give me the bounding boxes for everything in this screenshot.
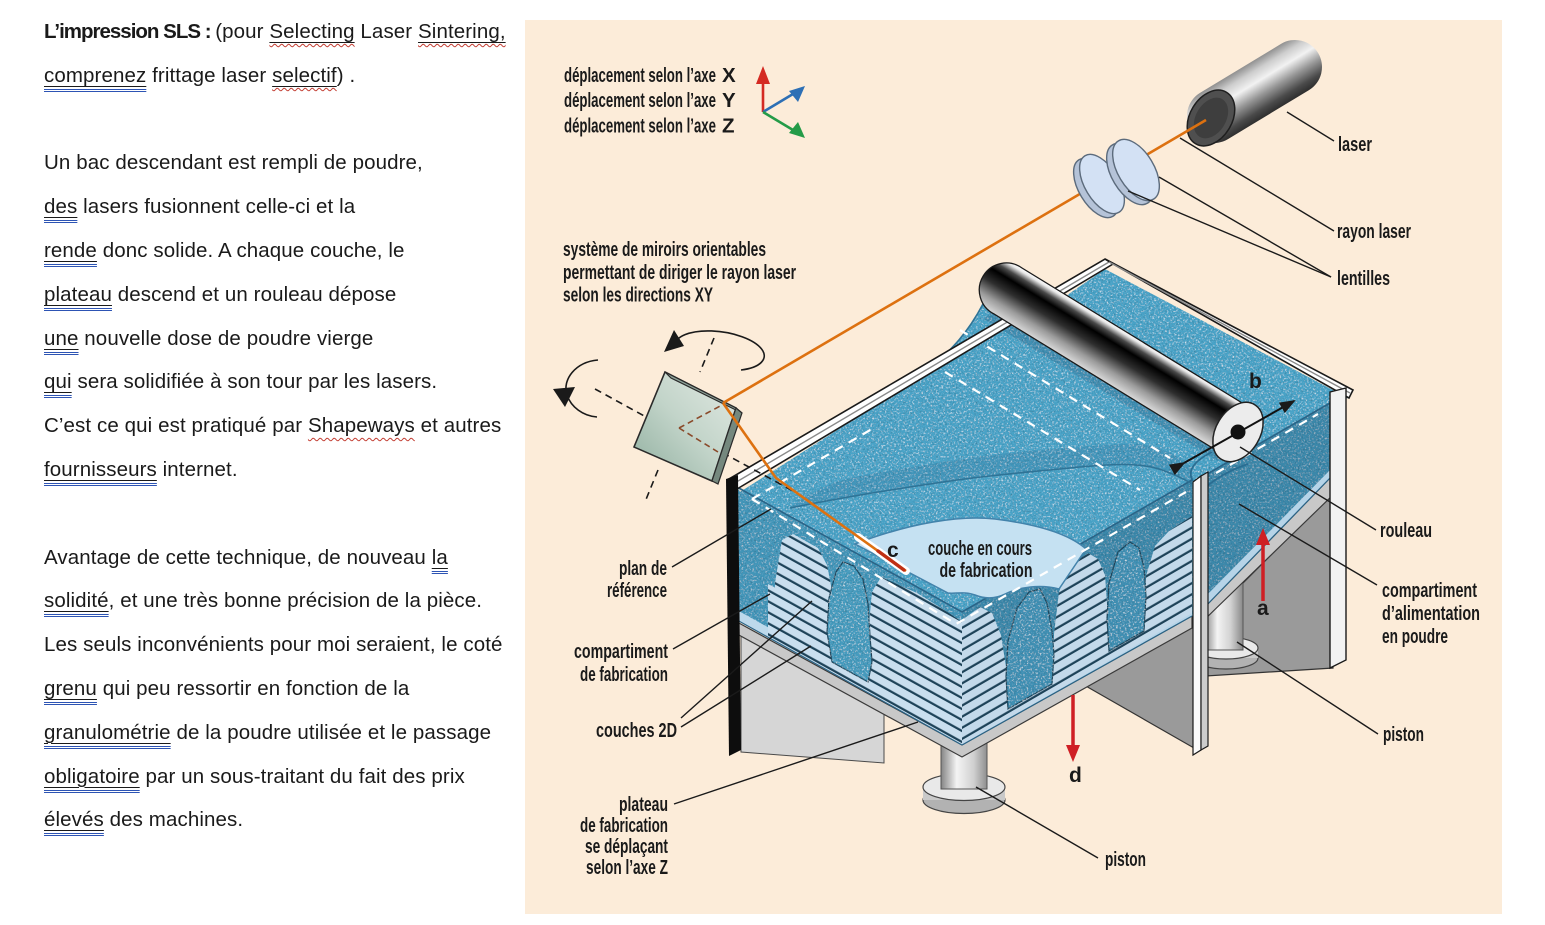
svg-text:piston: piston	[1105, 848, 1146, 871]
svg-text:rayon laser: rayon laser	[1337, 220, 1411, 243]
svg-text:plateau: plateau	[619, 793, 668, 816]
svg-text:d: d	[1069, 764, 1082, 787]
svg-text:couches 2D: couches 2D	[596, 719, 677, 742]
svg-text:b: b	[1249, 370, 1262, 393]
svg-text:référence: référence	[607, 579, 667, 602]
svg-text:compartiment: compartiment	[574, 640, 668, 663]
svg-text:selon l’axe Z: selon l’axe Z	[586, 856, 668, 879]
svg-text:lentilles: lentilles	[1337, 267, 1390, 290]
svg-text:de fabrication: de fabrication	[580, 814, 668, 837]
svg-text:plan de: plan de	[619, 557, 667, 580]
svg-text:compartiment: compartiment	[1382, 579, 1477, 602]
svg-text:laser: laser	[1338, 133, 1372, 156]
svg-text:piston: piston	[1383, 723, 1424, 746]
svg-text:en poudre: en poudre	[1382, 625, 1448, 648]
svg-text:de fabrication: de fabrication	[580, 663, 668, 686]
svg-text:Z: Z	[722, 115, 735, 138]
svg-text:X: X	[722, 64, 736, 87]
svg-text:d’alimentation: d’alimentation	[1382, 602, 1480, 625]
svg-text:déplacement selon l’axe: déplacement selon l’axe	[564, 115, 716, 138]
svg-text:selon les directions XY: selon les directions XY	[563, 284, 713, 307]
svg-text:de fabrication: de fabrication	[940, 559, 1033, 582]
svg-text:rouleau: rouleau	[1380, 519, 1432, 542]
svg-text:permettant de diriger le rayon: permettant de diriger le rayon laser	[563, 261, 796, 284]
svg-text:déplacement selon l’axe: déplacement selon l’axe	[564, 89, 716, 112]
svg-text:système de miroirs orientables: système de miroirs orientables	[563, 238, 766, 261]
svg-text:c: c	[887, 539, 899, 562]
svg-text:déplacement selon l’axe: déplacement selon l’axe	[564, 64, 716, 87]
svg-text:a: a	[1257, 597, 1269, 620]
svg-text:Y: Y	[722, 89, 736, 112]
svg-text:couche en cours: couche en cours	[928, 537, 1032, 560]
svg-text:se déplaçant: se déplaçant	[585, 835, 668, 858]
